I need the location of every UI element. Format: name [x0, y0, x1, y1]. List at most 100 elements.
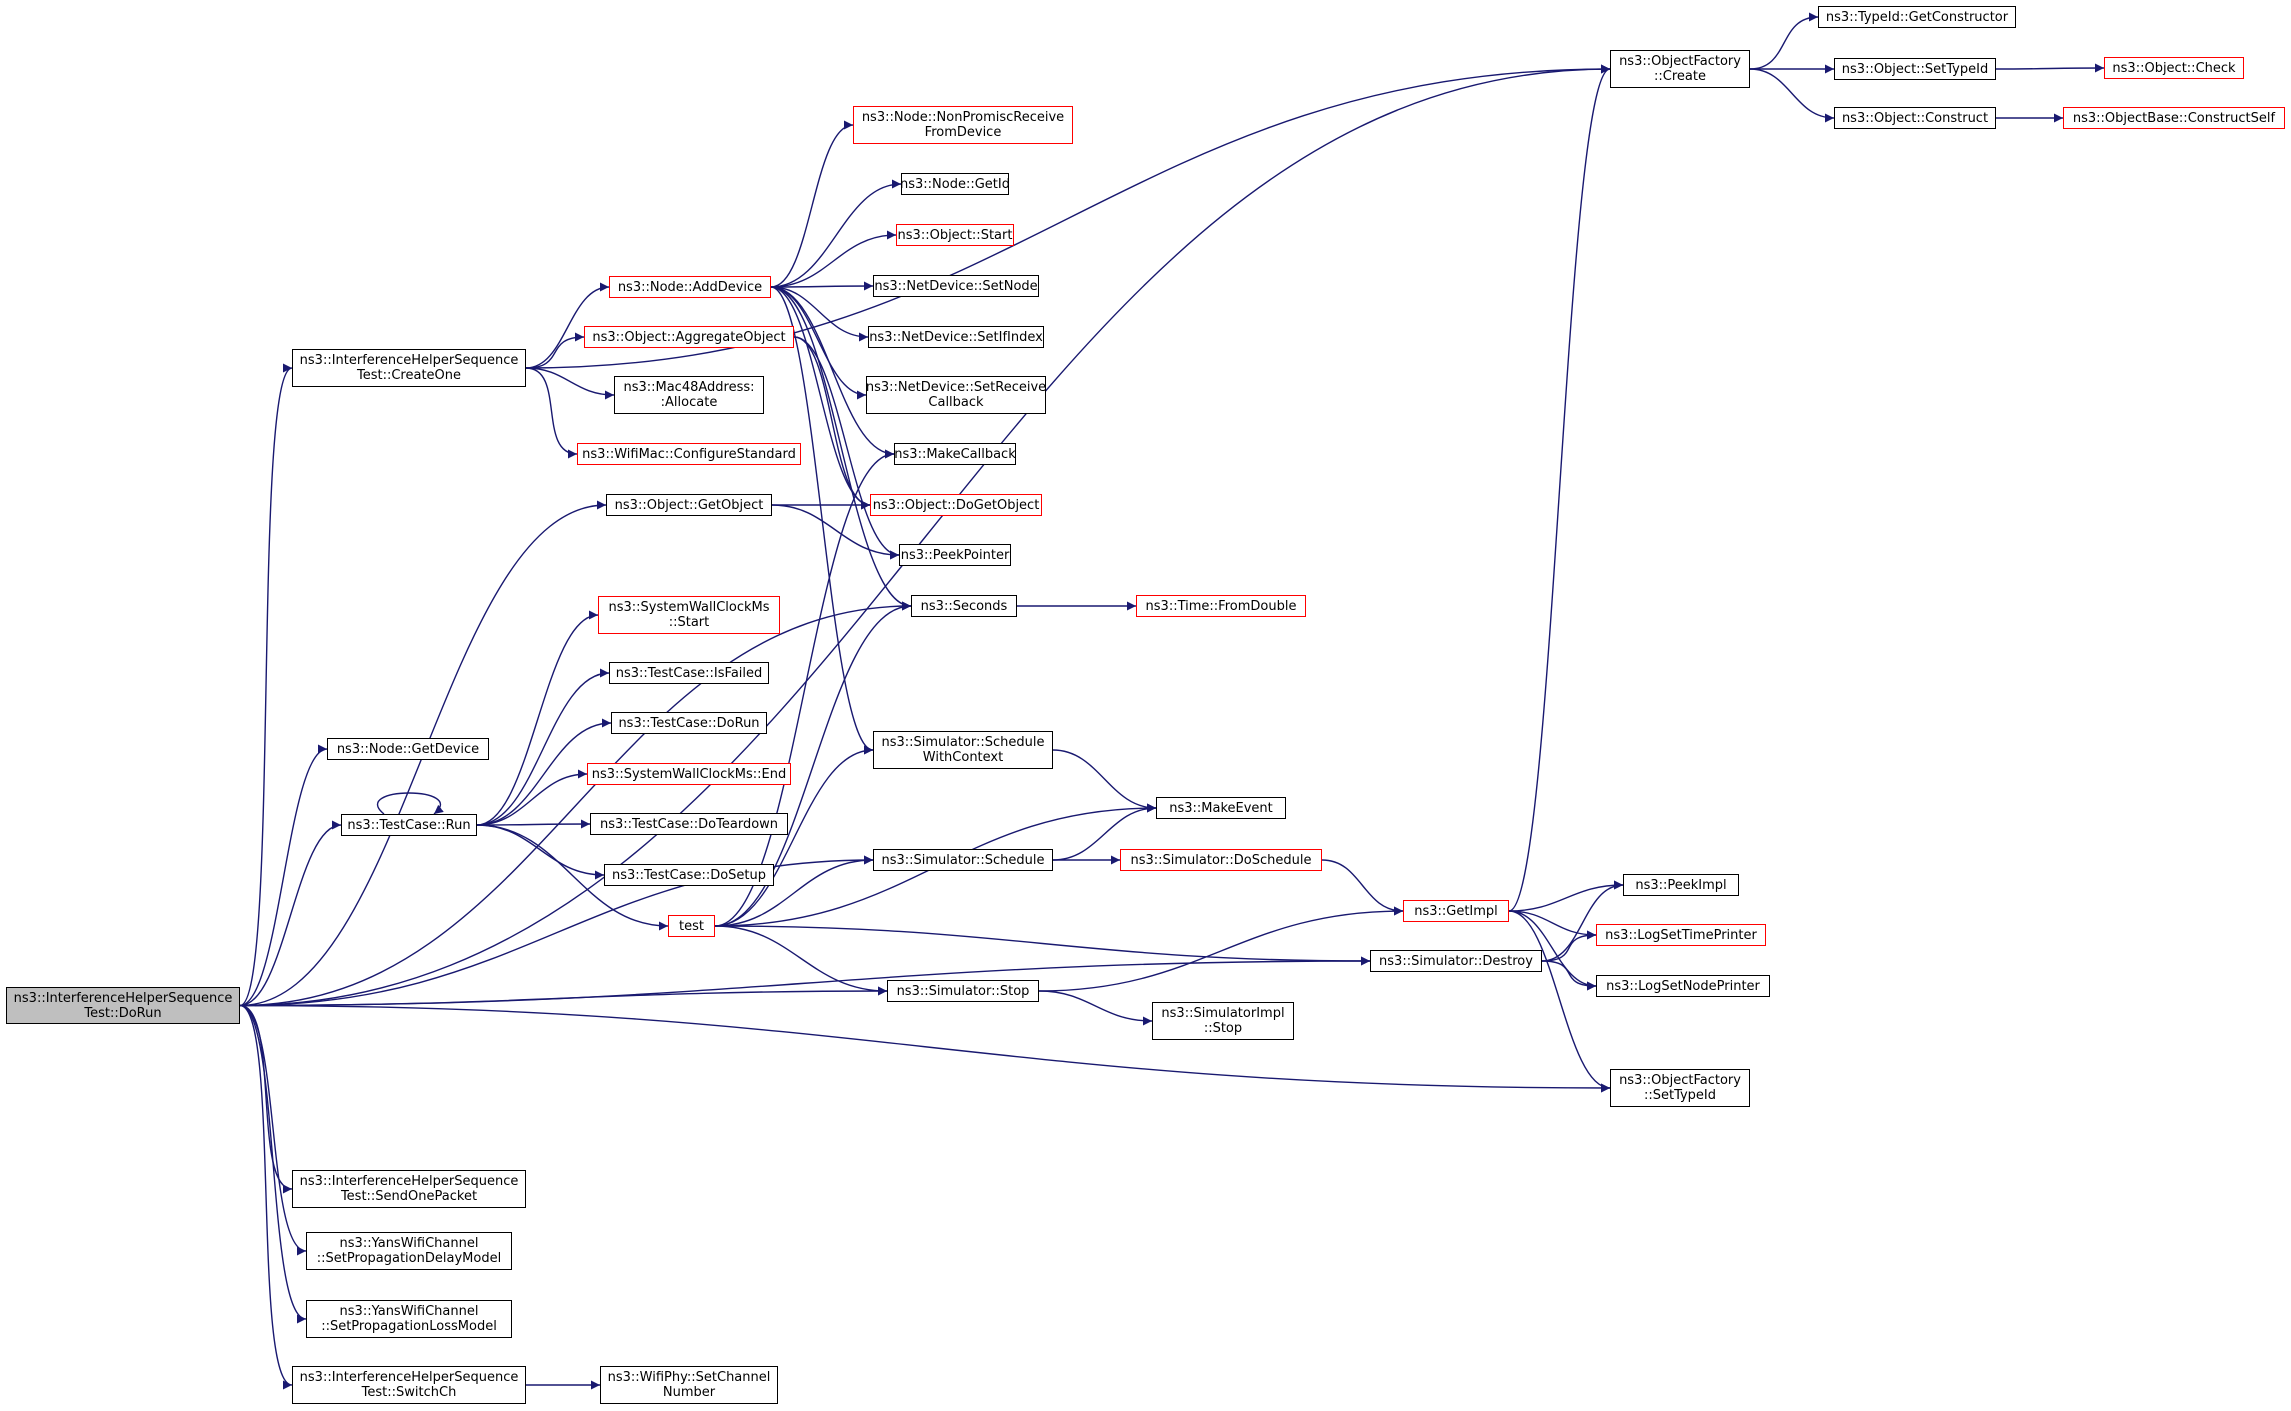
node-nodegetid[interactable]: ns3::Node::GetId — [900, 173, 1010, 195]
edge-getimpl-to-logsettimeprinter — [1508, 910, 1597, 940]
node-label: ::Start — [668, 615, 710, 630]
node-doteardown[interactable]: ns3::TestCase::DoTeardown — [590, 813, 788, 835]
node-label: ns3::Simulator::Destroy — [1379, 953, 1533, 969]
node-dosetup[interactable]: ns3::TestCase::DoSetup — [604, 864, 774, 886]
node-label: ns3::NetDevice::SetIfIndex — [869, 329, 1043, 345]
node-label: ns3::SystemWallClockMs — [608, 600, 770, 615]
edge-run-to-swcstart — [476, 610, 599, 826]
node-label: ns3::InterferenceHelperSequence — [13, 990, 233, 1006]
node-netsetnode[interactable]: ns3::NetDevice::SetNode — [873, 275, 1039, 297]
node-label: FromDevice — [924, 125, 1002, 140]
node-getimpl[interactable]: ns3::GetImpl — [1403, 900, 1509, 922]
node-seconds[interactable]: ns3::Seconds — [911, 595, 1017, 617]
node-typeidgetctor[interactable]: ns3::TypeId::GetConstructor — [1818, 6, 2016, 28]
node-label: ns3::TestCase::DoTeardown — [599, 816, 779, 832]
node-label: ns3::TypeId::GetConstructor — [1825, 9, 2009, 25]
edge-root-to-ofsettypeid — [239, 1004, 1611, 1093]
node-label: ns3::MakeCallback — [894, 446, 1016, 462]
edge-schedwithctx-to-makeevent — [1052, 749, 1157, 813]
node-peekimpl[interactable]: ns3::PeekImpl — [1623, 874, 1739, 896]
node-destroy[interactable]: ns3::Simulator::Destroy — [1370, 950, 1542, 972]
node-label: WithContext — [922, 750, 1004, 765]
node-configurestandard[interactable]: ns3::WifiMac::ConfigureStandard — [577, 443, 801, 465]
edge-run-to-run — [376, 792, 444, 815]
node-label: ns3::Object::AggregateObject — [592, 329, 786, 345]
edge-root-to-createone — [239, 363, 293, 1007]
node-setproploss[interactable]: ns3::YansWifiChannel::SetPropagationLoss… — [306, 1300, 512, 1338]
node-schedule[interactable]: ns3::Simulator::Schedule — [873, 849, 1053, 871]
node-label: Number — [662, 1385, 716, 1400]
edge-createone-to-adddevice — [525, 282, 610, 369]
edge-root-to-getdevice — [239, 744, 328, 1007]
node-label: :Allocate — [660, 395, 718, 410]
node-label: ns3::PeekImpl — [1635, 877, 1727, 893]
node-peekpointer[interactable]: ns3::PeekPointer — [899, 544, 1011, 566]
node-label: ::SetPropagationLossModel — [321, 1319, 497, 1334]
node-label: ns3::YansWifiChannel — [339, 1236, 479, 1251]
edge-run-to-test — [476, 824, 669, 931]
node-label: ns3::Simulator::DoSchedule — [1130, 852, 1312, 868]
node-run[interactable]: ns3::TestCase::Run — [341, 814, 477, 836]
node-swcstart[interactable]: ns3::SystemWallClockMs::Start — [598, 596, 780, 634]
node-netsetifindex[interactable]: ns3::NetDevice::SetIfIndex — [868, 326, 1044, 348]
node-makecallback[interactable]: ns3::MakeCallback — [894, 443, 1016, 465]
node-label: ::Stop — [1203, 1021, 1243, 1036]
edge-getobject-to-peekpointer — [771, 504, 900, 560]
edge-test-to-seconds — [714, 601, 912, 927]
node-objsettypeid[interactable]: ns3::Object::SetTypeId — [1834, 58, 1996, 80]
node-label: ns3::ObjectFactory — [1619, 54, 1741, 69]
node-swcend[interactable]: ns3::SystemWallClockMs::End — [587, 763, 791, 785]
node-label: ns3::Object::Start — [897, 227, 1013, 243]
node-getdevice[interactable]: ns3::Node::GetDevice — [327, 738, 489, 760]
node-objconstruct[interactable]: ns3::Object::Construct — [1834, 107, 1996, 129]
node-mac48allocate[interactable]: ns3::Mac48Address::Allocate — [614, 376, 764, 414]
node-makeevent[interactable]: ns3::MakeEvent — [1156, 797, 1286, 819]
node-objstart[interactable]: ns3::Object::Start — [896, 224, 1014, 246]
node-timefromdouble[interactable]: ns3::Time::FromDouble — [1136, 595, 1306, 617]
node-simimplstop[interactable]: ns3::SimulatorImpl::Stop — [1152, 1002, 1294, 1040]
node-doschedule[interactable]: ns3::Simulator::DoSchedule — [1120, 849, 1322, 871]
node-dogetobject[interactable]: ns3::Object::DoGetObject — [870, 494, 1042, 516]
node-adddevice[interactable]: ns3::Node::AddDevice — [609, 276, 771, 298]
edge-root-to-seconds — [239, 601, 912, 1007]
edge-createone-to-ofcreate — [525, 64, 1611, 369]
edge-root-to-switchch — [239, 1004, 293, 1390]
node-label: ns3::MakeEvent — [1169, 800, 1273, 816]
node-aggregateobject[interactable]: ns3::Object::AggregateObject — [584, 326, 794, 348]
node-label: ns3::TestCase::Run — [347, 817, 471, 833]
node-stop[interactable]: ns3::Simulator::Stop — [887, 980, 1039, 1002]
node-ofsettypeid[interactable]: ns3::ObjectFactory::SetTypeId — [1610, 1069, 1750, 1107]
node-ofcreate[interactable]: ns3::ObjectFactory::Create — [1610, 50, 1750, 88]
edge-adddevice-to-nodegetid — [770, 179, 902, 288]
node-objcheck[interactable]: ns3::Object::Check — [2104, 57, 2244, 79]
edge-aggregateobject-to-peekpointer — [793, 336, 900, 560]
edge-destroy-to-peekimpl — [1541, 880, 1624, 962]
node-label: ns3::NetDevice::SetReceive — [865, 380, 1047, 395]
node-setpropdelay[interactable]: ns3::YansWifiChannel::SetPropagationDela… — [306, 1232, 512, 1270]
node-getobject[interactable]: ns3::Object::GetObject — [606, 494, 772, 516]
node-label: ns3::Object::Construct — [1841, 110, 1989, 126]
edge-getimpl-to-peekimpl — [1508, 880, 1624, 912]
node-logsetnodeprinter[interactable]: ns3::LogSetNodePrinter — [1596, 975, 1770, 997]
node-isfailed[interactable]: ns3::TestCase::IsFailed — [609, 662, 769, 684]
node-label: ns3::GetImpl — [1414, 903, 1498, 919]
node-label: ::SetPropagationDelayModel — [316, 1251, 502, 1266]
node-test[interactable]: test — [668, 915, 715, 937]
node-label: ns3::TestCase::IsFailed — [615, 665, 763, 681]
node-logsettimeprinter[interactable]: ns3::LogSetTimePrinter — [1596, 924, 1766, 946]
node-constructself[interactable]: ns3::ObjectBase::ConstructSelf — [2063, 107, 2285, 129]
node-label: test — [679, 918, 704, 934]
node-dorun2[interactable]: ns3::TestCase::DoRun — [611, 712, 767, 734]
node-label: ::Create — [1654, 69, 1706, 84]
edge-test-to-schedule — [714, 855, 874, 927]
node-label: ns3::SimulatorImpl — [1161, 1006, 1285, 1021]
